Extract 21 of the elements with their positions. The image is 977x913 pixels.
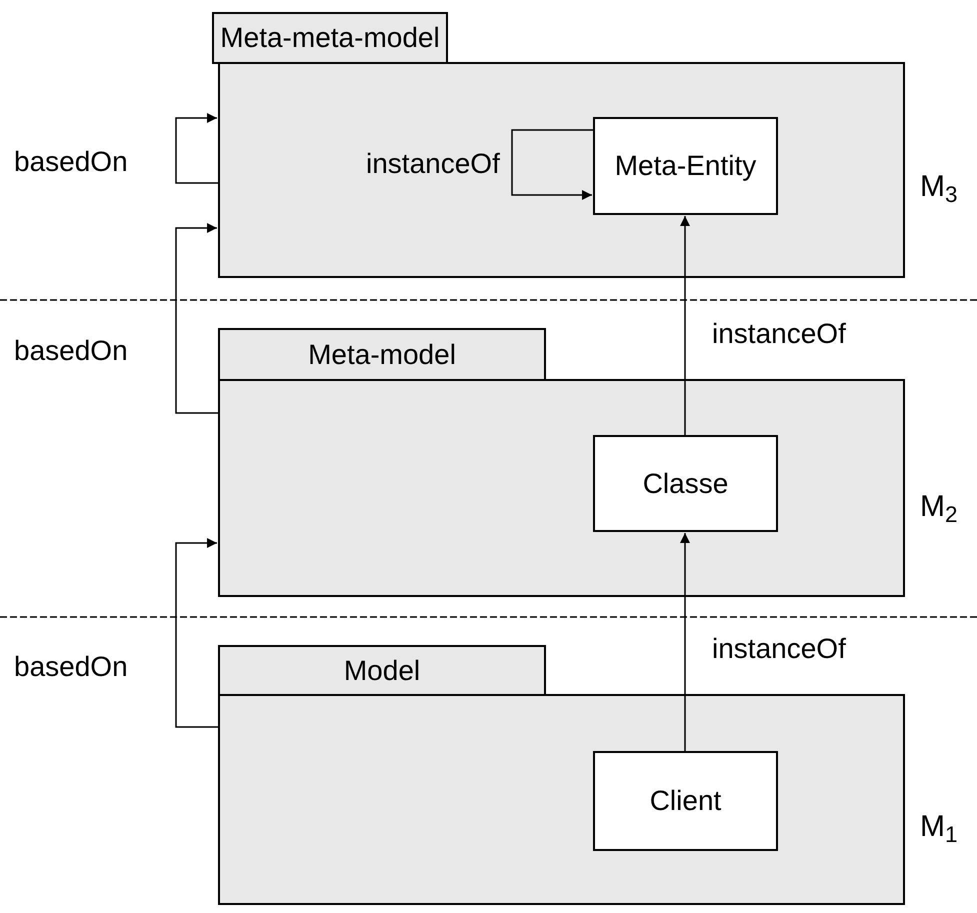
arrow xyxy=(175,538,218,728)
package-tab: Meta-model xyxy=(218,328,546,381)
edge-label: instanceOf xyxy=(366,147,500,181)
arrow xyxy=(175,113,218,184)
edge-label: basedOn xyxy=(14,334,128,368)
package-tab: Model xyxy=(218,645,546,696)
edge-label: basedOn xyxy=(14,650,128,684)
package-tab: Meta-meta-model xyxy=(212,12,448,64)
level-label: M$_{3}$ xyxy=(920,169,958,206)
level-label: M$_{2}$ xyxy=(920,489,958,526)
class-box: Classe xyxy=(593,435,778,532)
arrow xyxy=(511,129,593,200)
class-box: Client xyxy=(593,751,778,851)
arrow xyxy=(680,216,690,435)
edge-label: basedOn xyxy=(14,145,128,179)
edge-label: instanceOf xyxy=(712,317,846,351)
class-box: Meta-Entity xyxy=(593,117,778,215)
edge-label: instanceOf xyxy=(712,632,846,666)
arrow xyxy=(680,533,690,751)
arrow xyxy=(175,223,218,414)
level-label: M$_{1}$ xyxy=(920,809,958,846)
